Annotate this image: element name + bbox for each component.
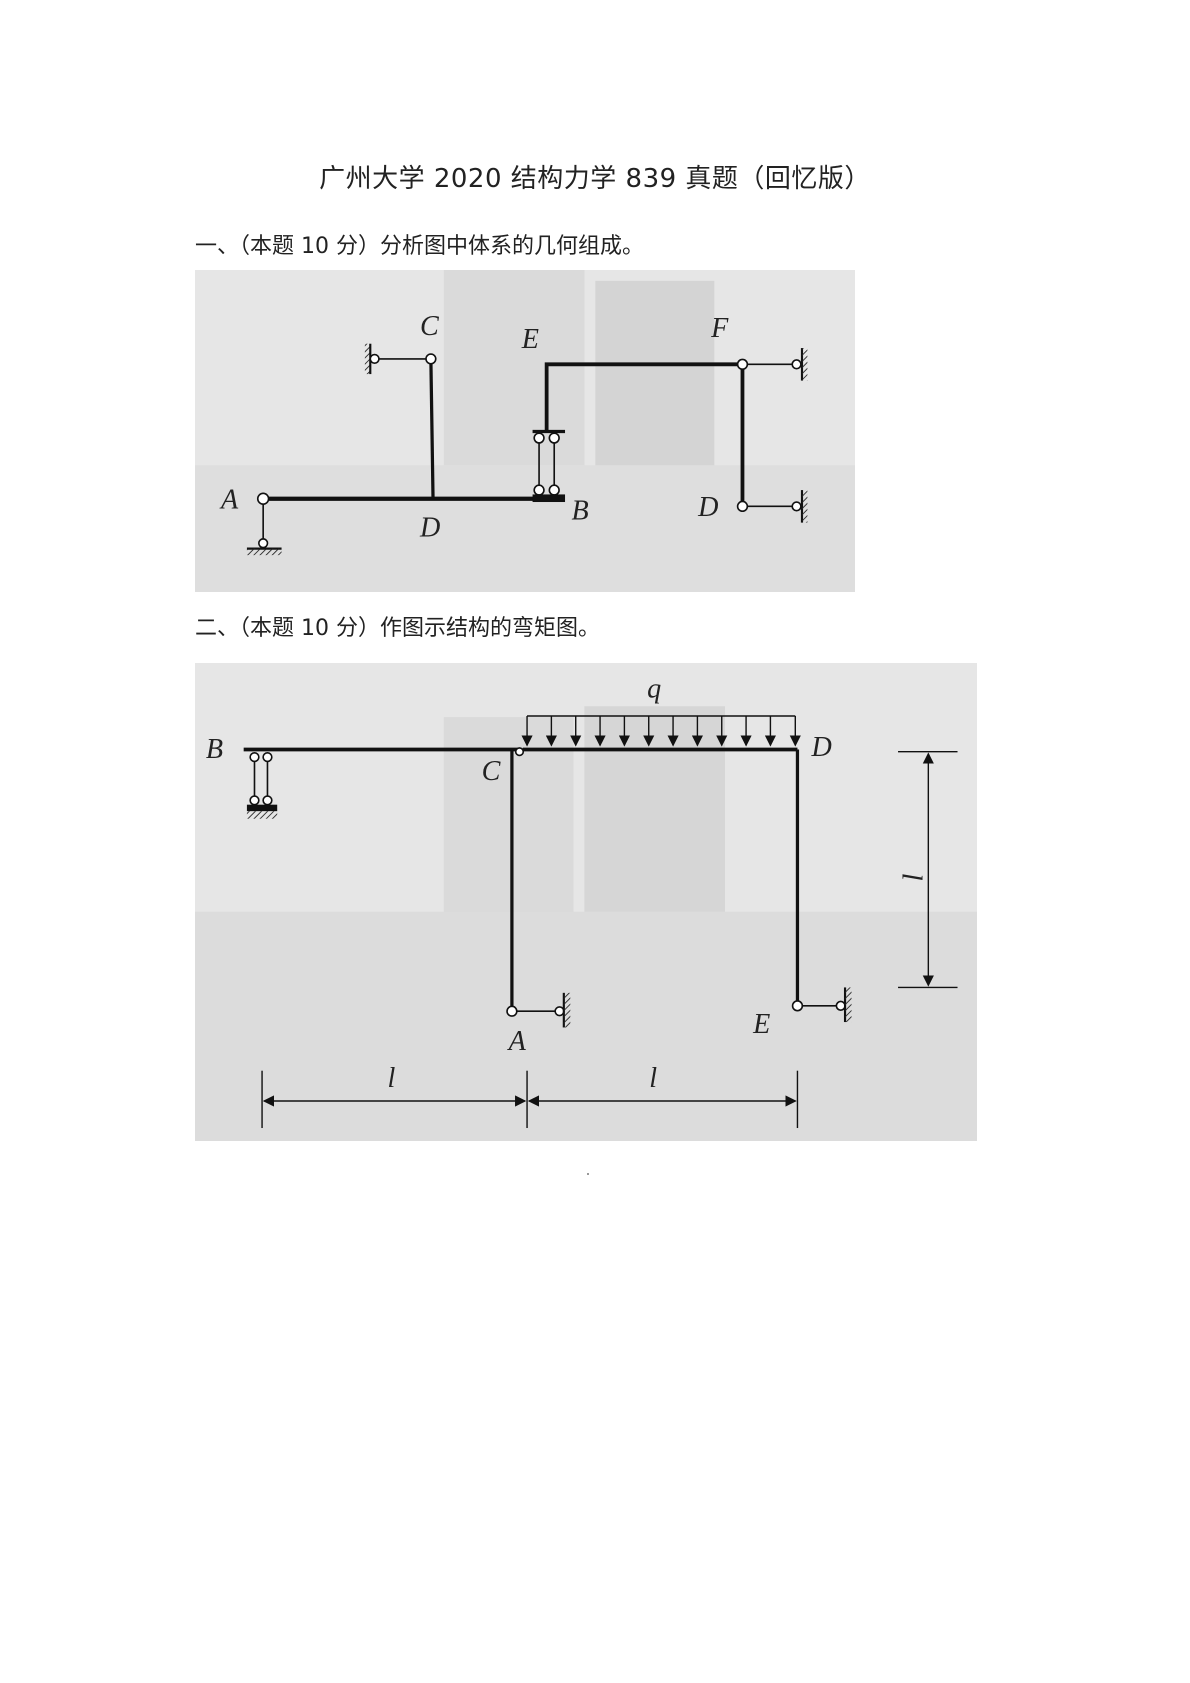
label-c: C (420, 311, 440, 342)
label-e: E (521, 324, 539, 355)
dimension-vertical (898, 750, 958, 989)
stray-dot (587, 1173, 589, 1175)
label-f: F (710, 313, 729, 344)
column-dc (429, 358, 435, 499)
dimension-label-vertical: l (895, 873, 926, 881)
label-b: B (206, 734, 223, 765)
label-b: B (572, 495, 589, 526)
label-d: D (811, 732, 832, 763)
question-1-heading: 一、（本题 10 分）分析图中体系的几何组成。 (195, 234, 644, 259)
document-title: 广州大学 2020 结构力学 839 真题（回忆版） (319, 164, 871, 194)
distributed-load-q (521, 715, 801, 747)
label-c: C (482, 756, 502, 787)
frame-efd (544, 362, 745, 507)
label-d-right: D (697, 492, 718, 523)
label-e: E (752, 1009, 770, 1040)
question-2-figure: q B C D A E l l l (195, 663, 977, 1141)
background-buildings (195, 706, 977, 1141)
dimension-horizontal (261, 1070, 799, 1129)
question-1-figure: C E F A D B D (195, 270, 855, 592)
question-2-heading: 二、（本题 10 分）作图示结构的弯矩图。 (195, 616, 600, 641)
dimension-label-left: l (388, 1063, 396, 1094)
label-d: D (419, 513, 440, 544)
label-a: A (219, 484, 239, 515)
dimension-label-right: l (649, 1063, 657, 1094)
label-a: A (507, 1026, 527, 1057)
background-buildings (195, 270, 855, 592)
label-q: q (647, 674, 661, 705)
